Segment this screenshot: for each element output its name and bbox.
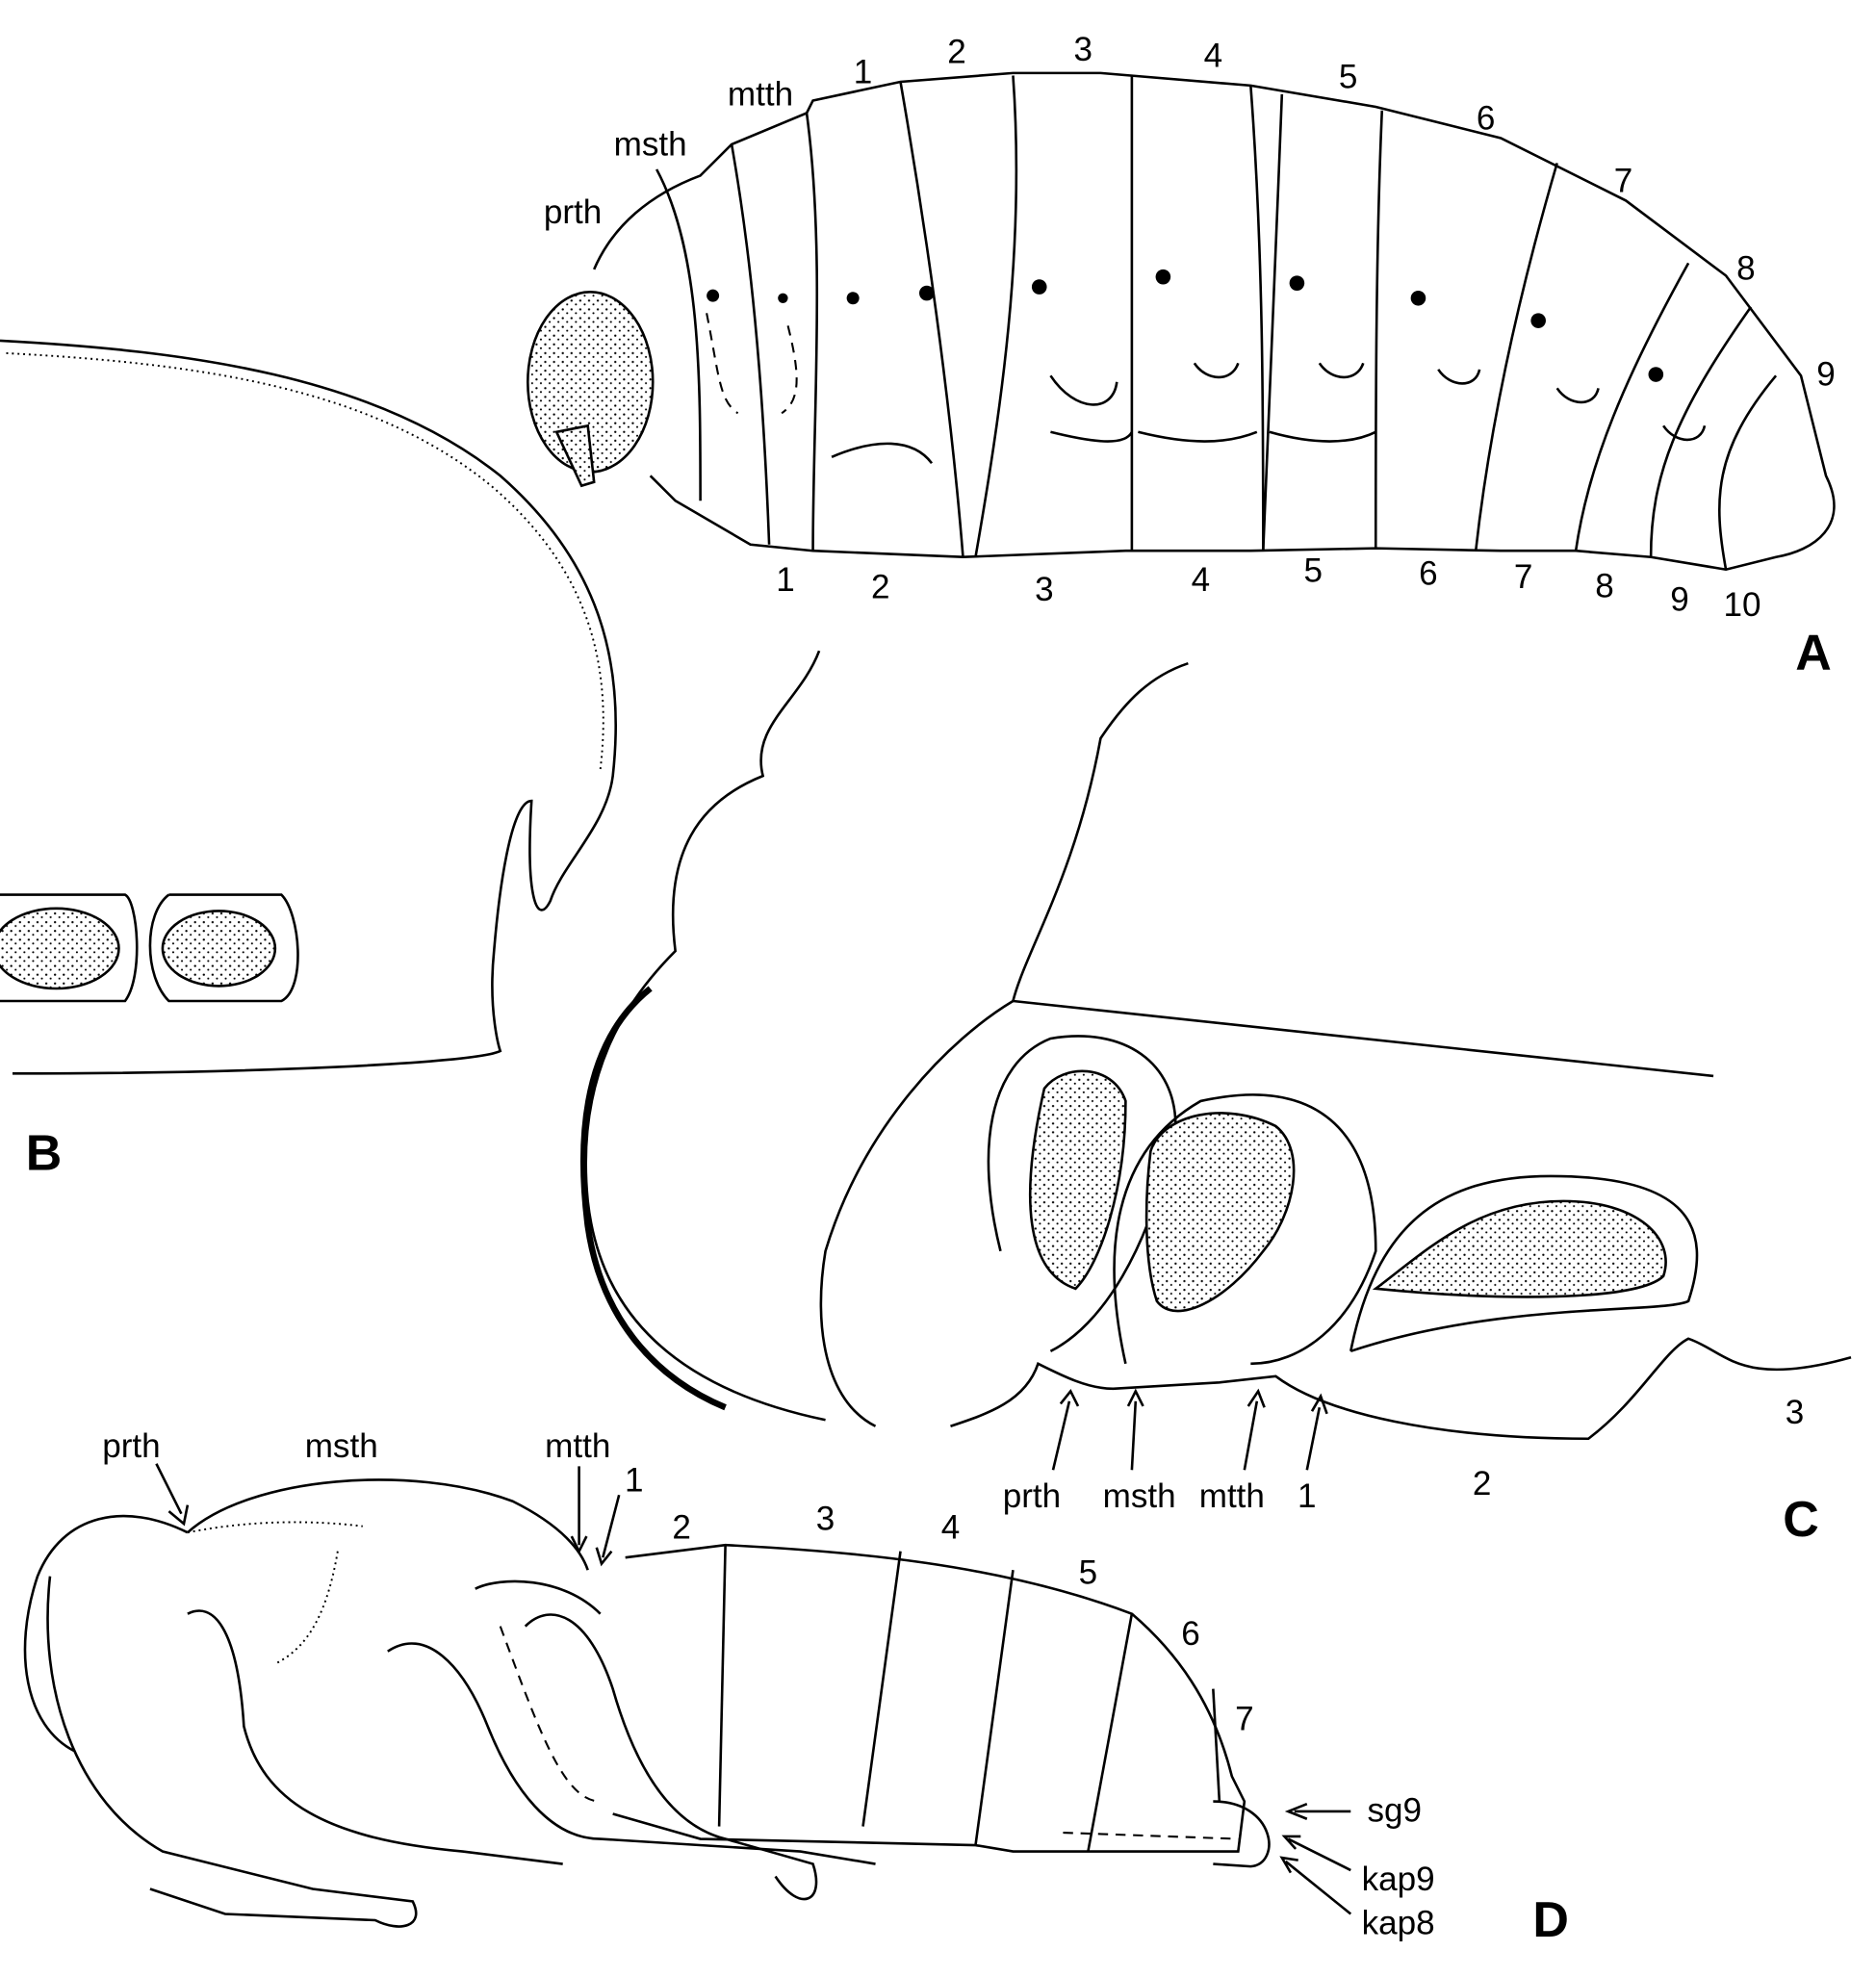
- label-prth: prth: [1003, 1477, 1061, 1515]
- larva-mandible: [554, 424, 596, 488]
- segment-label: 4: [941, 1509, 961, 1547]
- dorsal-segment-label: 1: [854, 53, 873, 90]
- antenna-bud: [161, 910, 277, 988]
- panel-d-arrows: [155, 1463, 1352, 1915]
- larva-ventral-labels: 1 2 3 4 5 6 7 8 9 10: [776, 552, 1760, 624]
- dorsal-segment-label: 3: [1073, 31, 1092, 68]
- label-kap9: kap9: [1362, 1861, 1435, 1898]
- dorsal-segment-label: 7: [1614, 162, 1633, 199]
- panel-label-b: B: [26, 1125, 63, 1181]
- ventral-segment-label: 4: [1192, 561, 1211, 599]
- panel-d-labels: prth msth mtth 1 2 3 4 5 6 7 sg9 kap9 ka…: [102, 1427, 1434, 1941]
- segment-label: 2: [672, 1509, 691, 1547]
- ventral-segment-label: 9: [1670, 581, 1689, 619]
- panel-b: B: [0, 339, 618, 1181]
- ventral-segment-label: 1: [776, 561, 795, 599]
- dorsal-segment-label: 5: [1339, 58, 1358, 95]
- label-sg9: sg9: [1367, 1791, 1422, 1829]
- ventral-segment-label: 3: [1035, 571, 1054, 608]
- label-segment-2: 2: [1473, 1465, 1492, 1502]
- ventral-segment-label: 6: [1419, 554, 1438, 592]
- dorsal-segment-label: 4: [1204, 37, 1223, 74]
- panel-label-c: C: [1783, 1492, 1819, 1548]
- panel-c: prth msth mtth 1 2 3 C: [579, 650, 1852, 1548]
- panel-c-labels: prth msth mtth 1 2 3: [1003, 1394, 1805, 1515]
- dorsal-segment-label: 9: [1816, 356, 1836, 394]
- ventral-segment-label: 10: [1723, 586, 1760, 624]
- ventral-segment-label: 2: [871, 569, 890, 606]
- panel-label-d: D: [1532, 1892, 1569, 1948]
- segment-label: 7: [1235, 1701, 1254, 1738]
- label-prth: prth: [544, 193, 602, 231]
- label-prth: prth: [102, 1427, 160, 1465]
- label-segment-3: 3: [1786, 1394, 1805, 1431]
- panel-label-a: A: [1795, 626, 1832, 681]
- panel-d-adult: prth msth mtth 1 2 3 4 5 6 7 sg9 kap9 ka…: [23, 1427, 1569, 1948]
- segment-label: 6: [1181, 1615, 1200, 1653]
- dorsal-segment-label: 8: [1736, 249, 1756, 287]
- spiracle-dots: [707, 269, 1664, 382]
- label-kap8: kap8: [1362, 1904, 1435, 1941]
- panel-c-arrows: [1051, 1388, 1328, 1471]
- label-mtth: mtth: [545, 1427, 610, 1465]
- label-msth: msth: [1103, 1477, 1176, 1515]
- label-msth: msth: [614, 126, 687, 164]
- larva-segment-lines: [655, 75, 1778, 570]
- label-msth: msth: [305, 1427, 378, 1465]
- segment-label: 5: [1079, 1553, 1098, 1591]
- dorsal-segment-label: 2: [947, 33, 966, 70]
- abdomen-segment-lines: [717, 1545, 1221, 1852]
- segment-label: 3: [816, 1501, 835, 1538]
- dorsal-segment-label: 6: [1477, 99, 1496, 137]
- ventral-segment-label: 5: [1304, 552, 1323, 590]
- panel-a-larva: prth msth mtth 1 2 3 4 5 6 7 8 9 1 2 3 4…: [527, 31, 1836, 681]
- label-mtth: mtth: [728, 76, 793, 114]
- larva-dorsal-labels: 1 2 3 4 5 6 7 8 9: [854, 31, 1836, 394]
- antenna-bud: [0, 907, 120, 990]
- ventral-segment-label: 7: [1514, 558, 1533, 596]
- ventral-segment-label: 8: [1595, 567, 1614, 604]
- label-segment-1: 1: [1298, 1477, 1317, 1515]
- label-mtth: mtth: [1199, 1477, 1265, 1515]
- label-segment-1: 1: [625, 1461, 644, 1499]
- larva-thorax-labels: prth msth mtth: [544, 76, 793, 231]
